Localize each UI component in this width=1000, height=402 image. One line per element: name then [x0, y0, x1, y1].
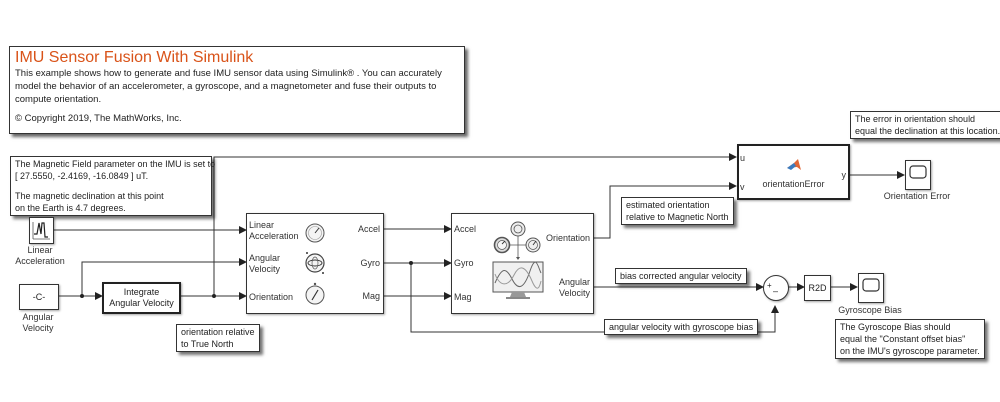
input-u: u: [740, 153, 746, 163]
imu-output-gyro: Gyro: [360, 258, 380, 268]
note-line: to True North: [181, 339, 234, 349]
ahrs-input-gyro: Gyro: [454, 258, 474, 268]
bias-corrected-note: bias corrected angular velocity: [615, 268, 747, 284]
r2d-text: R2D: [808, 283, 827, 293]
gyroscope-bias-scope[interactable]: [858, 273, 884, 303]
ahrs-input-mag: Mag: [454, 292, 472, 302]
label-line: Velocity: [22, 323, 54, 333]
note-line: equal the declination at this location.: [855, 126, 1000, 136]
wire-true-orientation-to-u: [213, 153, 737, 296]
wire-gyro-bias: [410, 263, 779, 333]
gyroscope-icon: [305, 252, 325, 274]
orientation-error-scope-label: Orientation Error: [883, 191, 951, 201]
scope-icon: [909, 165, 927, 179]
label-line: Angular: [22, 312, 54, 322]
sensor-fusion-icon: [492, 221, 544, 299]
note-line: The Gyroscope Bias should: [840, 322, 951, 332]
note-line: orientation relative: [181, 327, 255, 337]
wire-est-orientation-to-v: [592, 182, 737, 239]
constant-value: -C-: [32, 292, 46, 302]
orientation-error-scope[interactable]: [905, 160, 931, 190]
wire-angvel-to-imu: [81, 258, 247, 296]
note-line: estimated orientation: [626, 200, 710, 210]
input-v: v: [740, 182, 745, 192]
ahrs-input-accel: Accel: [454, 224, 477, 234]
branch-point: [409, 261, 413, 265]
block-text: Integrate: [123, 287, 160, 297]
imu-output-mag: Mag: [362, 291, 380, 301]
integrate-angular-velocity-block[interactable]: Integrate Angular Velocity: [102, 282, 181, 314]
sum-plus-sign: +: [767, 281, 772, 290]
label-line: Linear: [27, 245, 53, 255]
scope-icon: [862, 278, 880, 292]
orientation-error-name: orientationError: [762, 179, 825, 189]
note-line: The magnetic declination at this point: [15, 191, 164, 201]
linear-acceleration-block[interactable]: [29, 217, 54, 244]
angular-velocity-label: Angular Velocity: [8, 312, 68, 334]
signal-source-icon: [32, 222, 50, 240]
note-line: on the Earth is 4.7 degrees.: [15, 203, 126, 213]
title-annotation: IMU Sensor Fusion With Simulink This exa…: [9, 46, 465, 134]
block-text: Angular Velocity: [109, 298, 174, 308]
orientation-error-note: The error in orientation should equal th…: [850, 111, 1000, 139]
copyright: © Copyright 2019, The MathWorks, Inc.: [15, 113, 182, 124]
branch-point: [212, 294, 216, 298]
output-y: y: [841, 170, 847, 180]
gyroscope-bias-scope-label: Gyroscope Bias: [838, 305, 902, 315]
branch-point: [80, 294, 84, 298]
angular-velocity-constant-block[interactable]: -C-: [19, 284, 59, 310]
diagram-description: This example shows how to generate and f…: [15, 68, 442, 105]
note-line: The error in orientation should: [855, 114, 976, 124]
imu-input-orientation: Orientation: [249, 292, 294, 302]
accelerometer-icon: [305, 223, 325, 243]
note-line: [ 27.5550, -2.4169, -16.0849 ] uT.: [15, 171, 149, 181]
magnetic-field-note: The Magnetic Field parameter on the IMU …: [10, 156, 216, 216]
ahrs-output-orientation: Orientation: [545, 233, 590, 243]
compass-icon: [305, 282, 325, 305]
imu-sensor-icons: [305, 223, 325, 305]
gyroscope-bias-note: The Gyroscope Bias should equal the "Con…: [835, 319, 985, 359]
imu-output-accel: Accel: [357, 224, 380, 234]
note-line: The Magnetic Field parameter on the IMU …: [15, 159, 216, 169]
matlab-logo-icon: [787, 159, 801, 170]
sum-minus-sign: –: [773, 286, 779, 296]
estimated-orientation-note: estimated orientation relative to Magnet…: [621, 197, 734, 225]
orientation-error-block[interactable]: u v y orientationError: [737, 144, 850, 200]
label-line: Acceleration: [15, 256, 65, 266]
note-line: equal the "Constant offset bias": [840, 334, 966, 344]
sum-block[interactable]: + –: [763, 275, 789, 301]
linear-acceleration-label: Linear Acceleration: [10, 245, 70, 267]
gyro-bias-signal-note: angular velocity with gyroscope bias: [604, 319, 759, 335]
true-north-note: orientation relative to True North: [176, 324, 260, 352]
note-line: relative to Magnetic North: [626, 212, 729, 222]
note-line: on the IMU's gyroscope parameter.: [840, 346, 980, 356]
r2d-block[interactable]: R2D: [804, 275, 831, 301]
diagram-title: IMU Sensor Fusion With Simulink: [15, 49, 254, 66]
